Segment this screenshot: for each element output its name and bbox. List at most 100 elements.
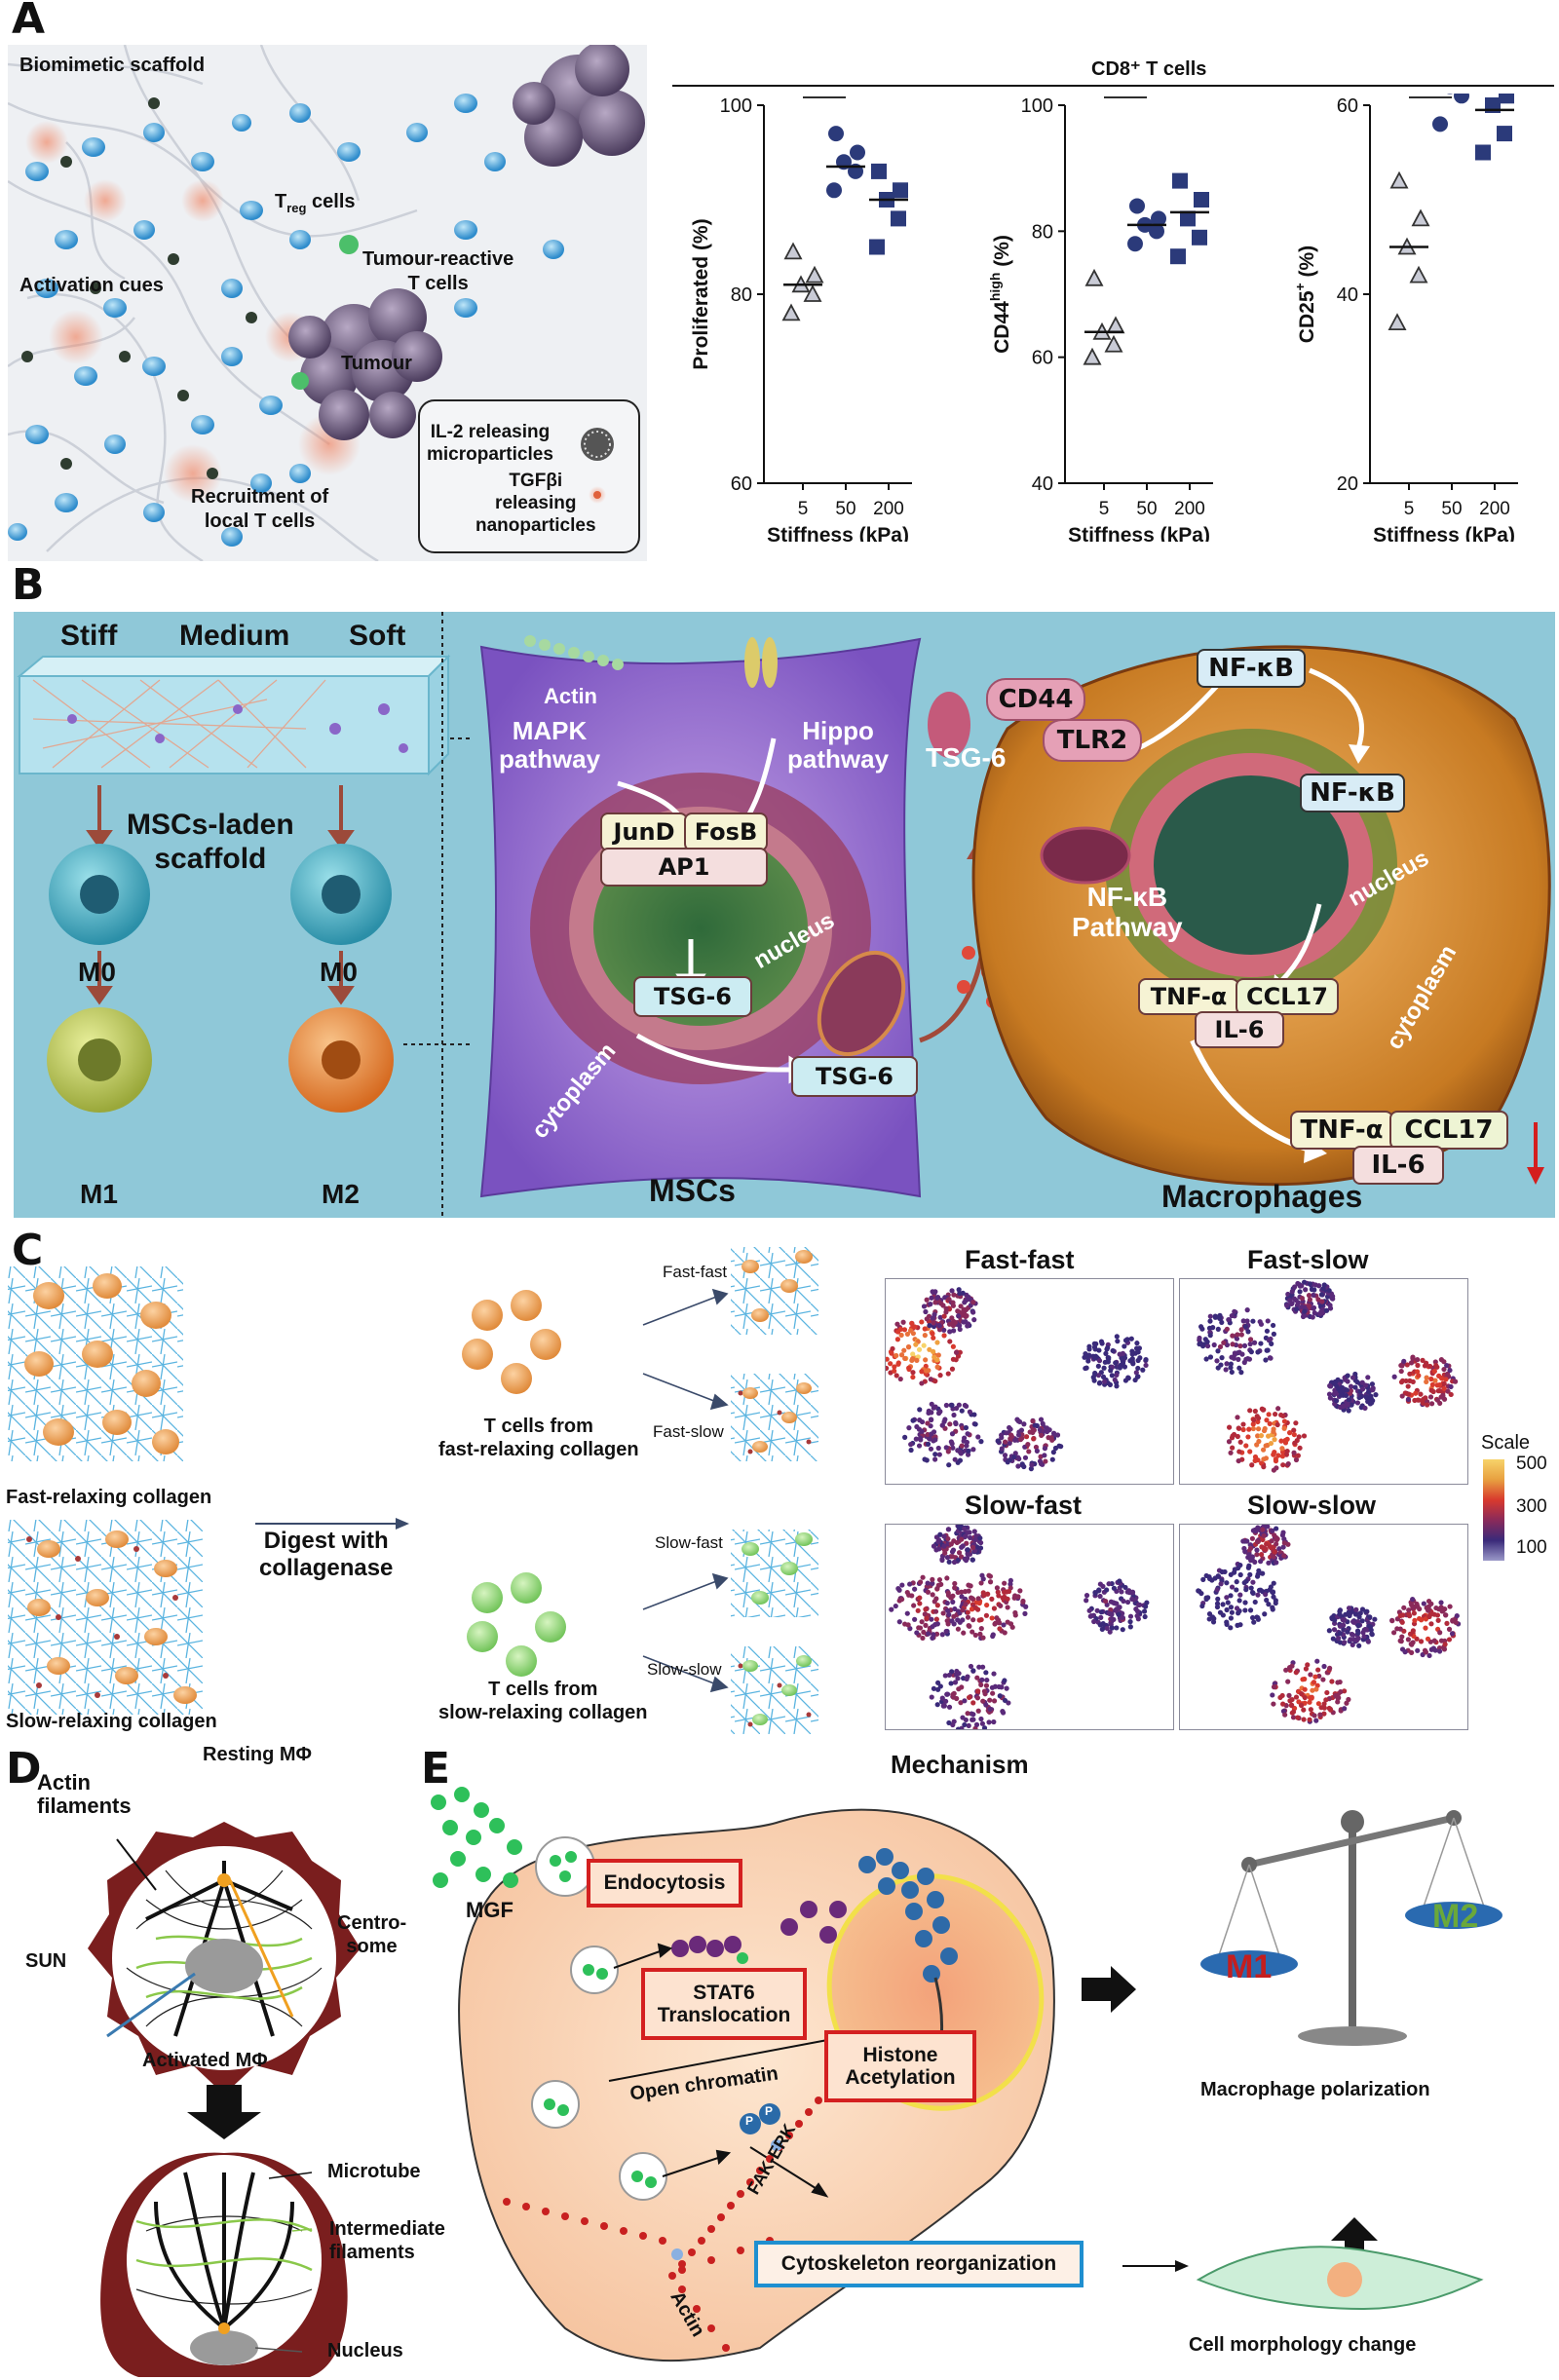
tsne-point	[930, 1576, 935, 1582]
tsne-point	[997, 1626, 1003, 1632]
tsne-point	[1263, 1443, 1269, 1449]
medium-label: Medium	[179, 620, 290, 652]
tsne-point	[1025, 1442, 1031, 1448]
tsne-point	[1363, 1394, 1369, 1400]
tsne-point	[1242, 1600, 1248, 1606]
tsne-point	[1291, 1296, 1297, 1302]
tsne-point	[910, 1417, 916, 1423]
tsne-point	[1094, 1607, 1100, 1613]
tsne-point	[1435, 1617, 1441, 1623]
tsne-point	[936, 1576, 943, 1583]
tsne-point	[1307, 1281, 1312, 1287]
tsne-point	[1337, 1607, 1344, 1613]
tsne-point	[1344, 1700, 1350, 1706]
scaffold-illustration	[8, 45, 647, 561]
tsne-point	[1310, 1687, 1315, 1693]
tsne-point	[910, 1351, 916, 1357]
tsne-point	[1346, 1606, 1352, 1611]
tsg6-outer-box: TSG-6	[791, 1056, 918, 1097]
digest-label: Digest with collagenase	[259, 1528, 394, 1581]
tsne-point	[947, 1421, 953, 1427]
tsne-point	[1282, 1712, 1288, 1718]
tsne-point	[960, 1607, 966, 1613]
tsne-point	[1001, 1622, 1007, 1628]
resting-label: Resting MΦ	[203, 1744, 312, 1765]
tsne-point	[956, 1313, 962, 1319]
tsne-point	[1272, 1450, 1277, 1455]
tsne-point	[1037, 1458, 1044, 1464]
data-point-square	[1475, 144, 1491, 161]
tsne-point	[1012, 1612, 1018, 1618]
tsne-point	[1417, 1606, 1423, 1612]
tsne-point	[1133, 1370, 1139, 1376]
tsne-point	[917, 1595, 923, 1601]
tsne-point	[991, 1698, 998, 1704]
tsne-point	[923, 1622, 929, 1628]
tsne-point	[963, 1306, 969, 1312]
tsne-point	[1337, 1404, 1344, 1411]
tsne-point	[1323, 1697, 1329, 1703]
tsne-point	[977, 1631, 983, 1637]
tsne-point	[1214, 1358, 1220, 1364]
tsne-point	[1247, 1449, 1253, 1454]
tsne-point	[894, 1321, 900, 1327]
tsne-point	[926, 1408, 932, 1414]
tsne-point	[983, 1682, 990, 1688]
tsne-point	[1143, 1604, 1149, 1609]
tsne-point	[989, 1596, 995, 1602]
tsne-point	[1248, 1349, 1254, 1355]
tsne-point	[1258, 1321, 1265, 1327]
tsne-point	[1308, 1707, 1313, 1713]
tsne-point	[1140, 1367, 1146, 1373]
tsne-point	[939, 1556, 945, 1563]
tsne-point	[1124, 1599, 1131, 1606]
tsne-point	[1403, 1378, 1409, 1384]
data-point-square	[1497, 126, 1512, 142]
tsne-point	[962, 1526, 968, 1531]
tsne-point	[916, 1346, 923, 1352]
nfkb-pathway-label: NF-κB Pathway	[1072, 882, 1183, 942]
tsne-point	[934, 1585, 940, 1592]
tsne-point	[1265, 1347, 1271, 1353]
tsne-point	[1271, 1467, 1276, 1473]
tsne-point	[1244, 1318, 1250, 1324]
tsne-point	[1432, 1647, 1438, 1653]
tsne-point	[1144, 1600, 1150, 1606]
tsne-point	[1237, 1592, 1243, 1598]
tsne-point	[1399, 1634, 1405, 1640]
tsne-point	[1269, 1341, 1274, 1346]
tsne-point	[894, 1373, 899, 1379]
tsne-point	[1091, 1354, 1098, 1360]
tsne-point	[1303, 1287, 1309, 1293]
tsne-point	[1236, 1365, 1242, 1371]
tsne-point	[1092, 1590, 1098, 1596]
tsne-point	[1286, 1665, 1293, 1671]
tsne-point	[931, 1685, 937, 1691]
tsne-point	[907, 1328, 914, 1334]
tsne-point	[1262, 1611, 1268, 1617]
tsne-point	[1356, 1643, 1362, 1648]
tsne-point	[1270, 1322, 1276, 1329]
tsne-point	[943, 1698, 949, 1704]
tsne-point	[901, 1347, 907, 1353]
tsne-point	[1135, 1602, 1142, 1607]
tsne-point	[1043, 1458, 1048, 1464]
tsne-point	[934, 1295, 940, 1301]
tsne-plot-slow-fast	[885, 1524, 1174, 1730]
tsne-point	[994, 1615, 1000, 1621]
tsne-point	[1400, 1612, 1406, 1618]
tsne-point	[978, 1616, 984, 1623]
tsne-point	[971, 1412, 977, 1417]
tsne-point	[953, 1420, 959, 1427]
tsne-point	[934, 1364, 940, 1370]
tsne-point	[912, 1586, 918, 1592]
tsne-point	[951, 1719, 957, 1724]
tsne-point	[1373, 1392, 1379, 1398]
tsne-point	[1129, 1356, 1135, 1362]
tsne-point	[1254, 1539, 1261, 1545]
tsne-point	[944, 1555, 951, 1561]
tsne-point	[1275, 1406, 1281, 1412]
tsne-point	[1317, 1712, 1323, 1718]
tsne-point	[938, 1301, 944, 1306]
